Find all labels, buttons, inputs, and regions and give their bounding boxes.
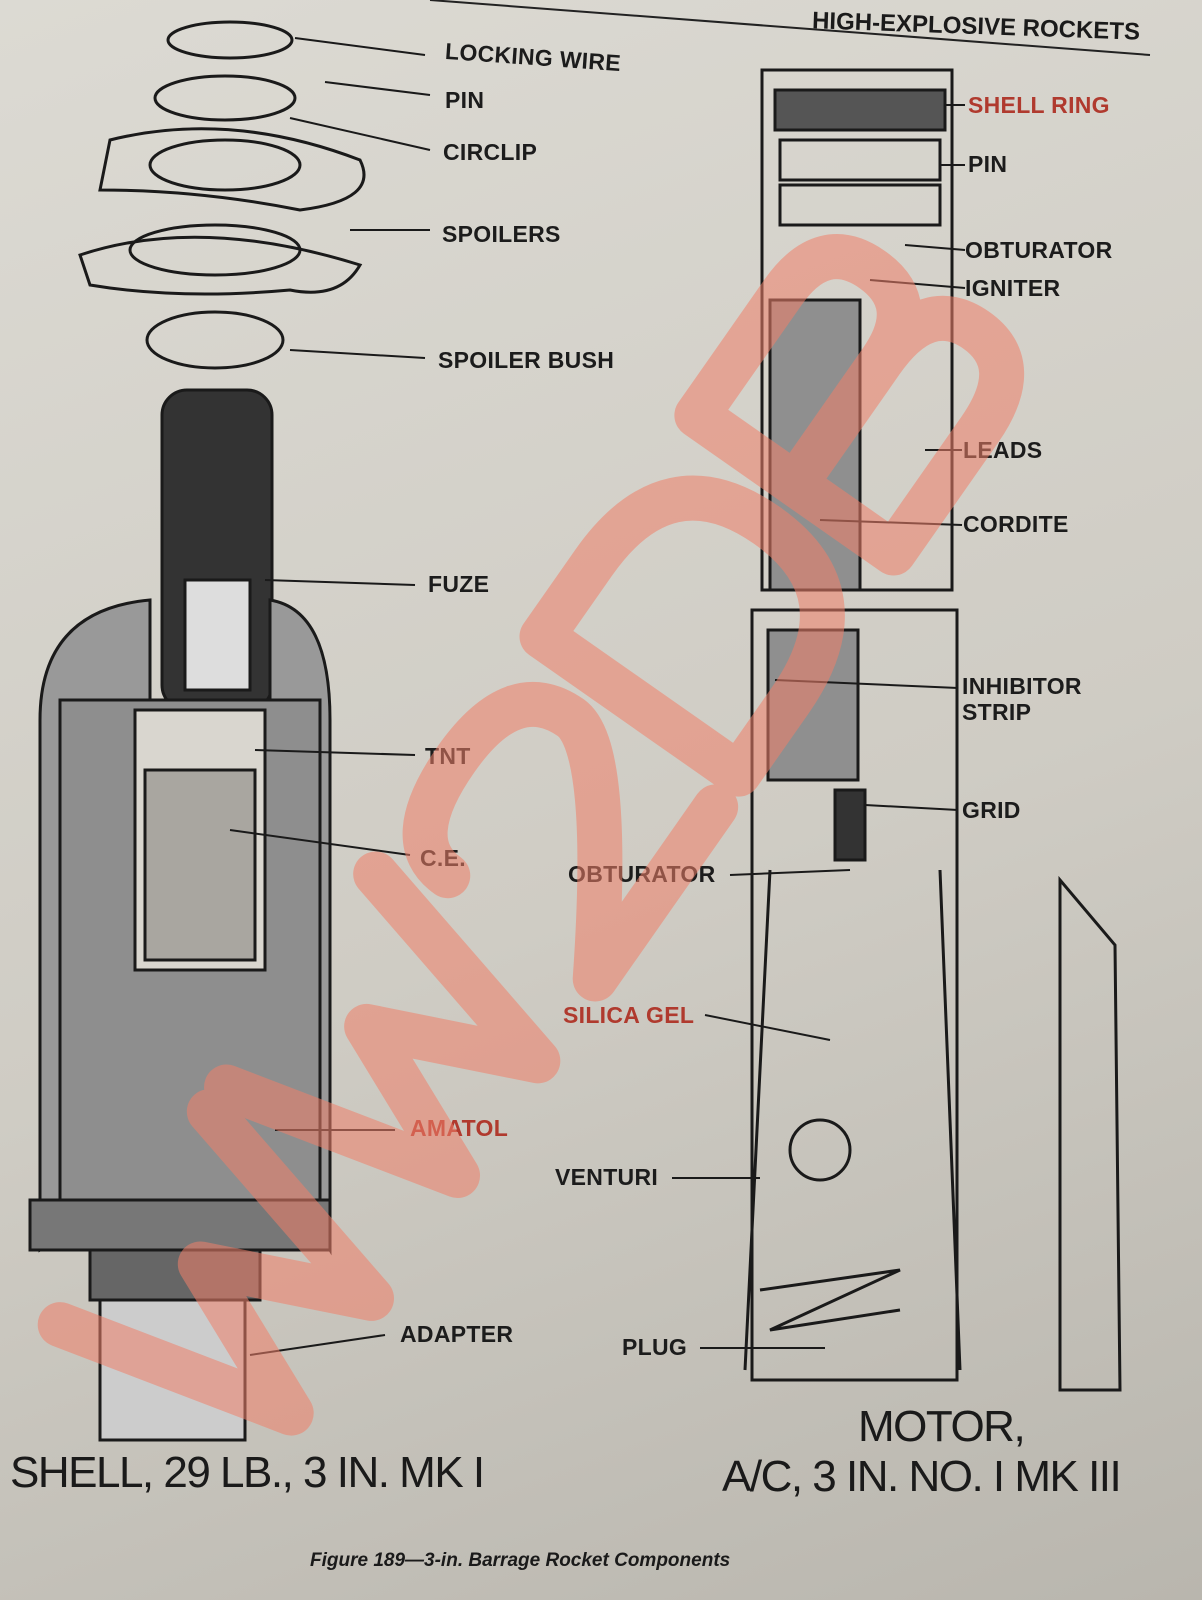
header-rule (429, 0, 1151, 56)
label-grid: GRID (962, 797, 1021, 823)
circlip (148, 138, 302, 192)
spoiler-lower (78, 235, 363, 296)
pin-section (778, 138, 942, 182)
label-adapter: ADAPTER (400, 1321, 514, 1347)
shell-base (28, 1198, 332, 1252)
label-obturator-top: OBTURATOR (965, 237, 1113, 263)
venturi-spring (759, 1268, 901, 1332)
spoiler-upper (98, 127, 366, 212)
fuze-body (183, 578, 252, 692)
label-obturator-bottom: OBTURATOR (568, 861, 716, 887)
shell-ring (773, 88, 947, 132)
label-motor-pin: PIN (968, 151, 1008, 177)
spoiler-bush (145, 310, 285, 370)
fin (1058, 875, 1122, 1392)
label-inhibitor: INHIBITOR (962, 673, 1082, 699)
adapter (98, 1298, 247, 1442)
label-circlip: CIRCLIP (443, 139, 538, 165)
cordite-upper (768, 298, 862, 592)
pin-section-2 (778, 183, 942, 227)
label-cordite: CORDITE (963, 511, 1069, 537)
cordite-lower (766, 628, 860, 782)
motor-title-line2: A/C, 3 IN. NO. I MK III (722, 1452, 1122, 1501)
label-tnt: TNT (425, 743, 471, 769)
venturi-walls (743, 869, 962, 1371)
label-igniter: IGNITER (965, 275, 1061, 301)
figure-caption: Figure 189—3-in. Barrage Rocket Componen… (310, 1550, 731, 1571)
label-plug: PLUG (622, 1334, 688, 1360)
label-venturi: VENTURI (555, 1164, 659, 1190)
label-shell-ring: SHELL RING (968, 92, 1110, 118)
shell-drawing (28, 20, 366, 1442)
adapter-nut (88, 1248, 262, 1302)
circlip-pin (153, 74, 297, 122)
label-spoiler-bush: SPOILER BUSH (438, 347, 615, 373)
label-leads: LEADS (963, 437, 1043, 463)
motor-drawing (743, 68, 1122, 1392)
label-amatol: AMATOL (410, 1115, 509, 1141)
venturi-coil (788, 1118, 852, 1182)
label-pin: PIN (445, 87, 485, 113)
label-strip: STRIP (962, 699, 1032, 725)
shell-title: SHELL, 29 LB., 3 IN. MK I (10, 1448, 485, 1497)
label-silica-gel: SILICA GEL (563, 1002, 695, 1028)
spoiler-ring (128, 223, 302, 277)
motor-title-line1: MOTOR, (858, 1402, 1026, 1451)
grid (833, 788, 867, 862)
ce-charge (143, 768, 257, 962)
locking-wire (166, 20, 294, 60)
motor-lower-tube (750, 608, 959, 1382)
label-fuze: FUZE (428, 571, 490, 597)
label-spoilers: SPOILERS (442, 221, 561, 247)
label-ce: C.E. (420, 845, 466, 871)
